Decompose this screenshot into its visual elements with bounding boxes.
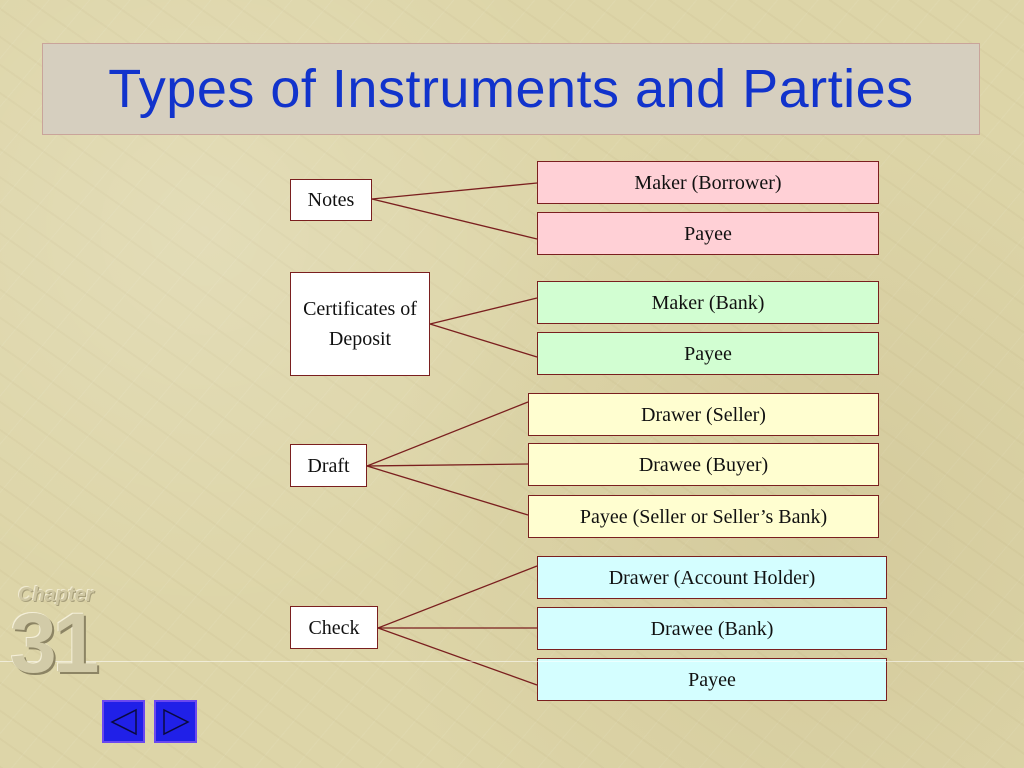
party-label: Drawee (Buyer) (638, 453, 769, 476)
party-label: Drawee (Bank) (650, 617, 774, 640)
party-payee-seller-bank: Payee (Seller or Seller’s Bank) (528, 495, 879, 538)
party-label: Payee (684, 222, 732, 245)
page-title: Types of Instruments and Parties (108, 59, 914, 119)
party-maker-borrower: Maker (Borrower) (537, 161, 879, 204)
chapter-number: 31 (10, 596, 99, 690)
connector-check-payee (377, 627, 538, 686)
instrument-notes: Notes (290, 179, 372, 221)
party-label: Payee (684, 342, 732, 365)
party-label: Payee (688, 668, 736, 691)
title-banner: Types of Instruments and Parties (42, 43, 980, 135)
party-payee: Payee (537, 212, 879, 255)
previous-slide-button[interactable] (102, 700, 145, 743)
party-maker-bank: Maker (Bank) (537, 281, 879, 324)
instrument-label: Check (308, 616, 360, 639)
connector-cd-payee (429, 323, 538, 358)
party-label: Drawer (Account Holder) (608, 566, 816, 589)
instrument-certificates-of-deposit: Certificates of Deposit (290, 272, 430, 376)
chapter-label: Chapter (18, 584, 94, 606)
party-drawee-bank: Drawee (Bank) (537, 607, 887, 650)
instrument-label: Notes (307, 189, 355, 211)
party-drawee-buyer: Drawee (Buyer) (528, 443, 879, 486)
connector-notes-payee (371, 198, 538, 240)
connector-check-drawer (377, 565, 538, 629)
party-label: Maker (Bank) (651, 291, 765, 314)
connector-draft-drawee (366, 463, 529, 467)
connector-cd-maker (429, 297, 538, 325)
party-label: Payee (Seller or Seller’s Bank) (579, 505, 828, 528)
party-label: Maker (Borrower) (634, 171, 782, 194)
connector-draft-drawer (366, 401, 529, 467)
instrument-check: Check (290, 606, 378, 649)
party-drawer-seller: Drawer (Seller) (528, 393, 879, 436)
next-slide-button[interactable] (154, 700, 197, 743)
party-label: Drawer (Seller) (641, 403, 766, 426)
connector-draft-payee (366, 465, 529, 516)
party-payee: Payee (537, 332, 879, 375)
divider-line (0, 661, 1024, 662)
instrument-label: Draft (307, 454, 350, 477)
connector-notes-maker (371, 182, 538, 200)
instrument-label: Certificates of Deposit (303, 298, 417, 350)
party-payee: Payee (537, 658, 887, 701)
party-drawer-account-holder: Drawer (Account Holder) (537, 556, 887, 599)
instrument-draft: Draft (290, 444, 367, 487)
triangle-right-icon (162, 708, 190, 735)
triangle-left-icon (109, 708, 137, 735)
